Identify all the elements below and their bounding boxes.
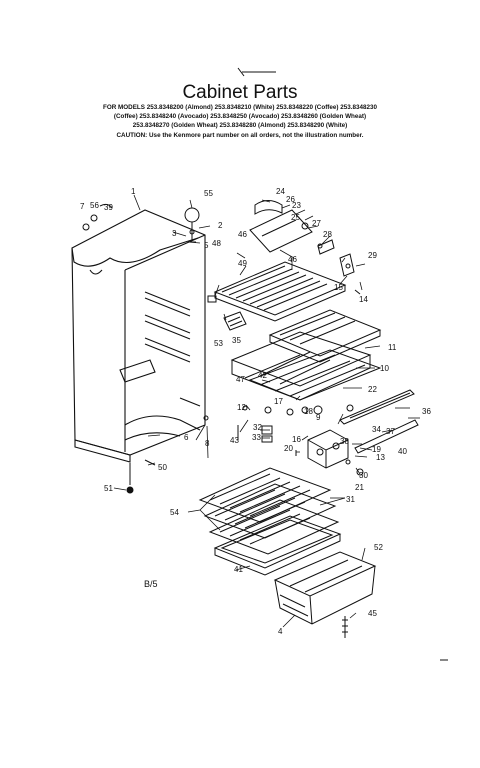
callout-17: 17 [274, 397, 283, 406]
callout-labels: 1 2 3 4 5 6 7 8 9 10 11 12 13 14 15 16 1… [80, 187, 431, 636]
callout-48: 48 [212, 239, 221, 248]
page-title: Cabinet Parts [182, 82, 298, 103]
models-line-3: 253.8348270 (Golden Wheat) 253.8348280 (… [132, 122, 348, 129]
callout-34: 34 [372, 425, 381, 434]
models-line-1: FOR MODELS 253.8348200 (Almond) 253.8348… [102, 104, 378, 111]
middle-shelf [268, 309, 382, 363]
callout-36: 36 [422, 407, 431, 416]
callout-5: 5 [204, 241, 209, 250]
callout-27: 27 [312, 219, 321, 228]
callout-26: 26 [286, 195, 295, 204]
callout-16: 16 [292, 435, 301, 444]
callout-18: 18 [304, 407, 313, 416]
callout-53: 53 [214, 339, 223, 348]
light-shield [249, 200, 361, 295]
callout-3: 3 [172, 229, 177, 238]
caution-note: CAUTION: Use the Kenmore part number on … [116, 132, 364, 139]
control-housing [307, 429, 349, 469]
callout-45: 45 [368, 609, 377, 618]
small-fasteners [207, 295, 364, 476]
callout-15: 15 [334, 283, 343, 292]
callout-24: 24 [276, 187, 285, 196]
callout-39: 39 [104, 203, 113, 212]
callout-46a: 46 [238, 230, 247, 239]
callout-14: 14 [359, 295, 368, 304]
callout-33: 33 [252, 433, 261, 442]
callout-25: 25 [291, 213, 300, 222]
callout-20: 20 [284, 444, 293, 453]
callout-52: 52 [374, 543, 383, 552]
lower-shelf [248, 349, 382, 401]
callout-55: 55 [204, 189, 213, 198]
side-rail [354, 419, 419, 454]
callout-54: 54 [170, 508, 179, 517]
leveling-leg [126, 415, 209, 494]
callout-11: 11 [388, 343, 397, 352]
crisper-rail [339, 389, 415, 425]
callout-19: 19 [372, 445, 381, 454]
callout-9: 9 [316, 413, 321, 422]
callout-23: 23 [292, 201, 301, 210]
leader-lines [113, 194, 420, 628]
callout-1: 1 [131, 187, 136, 196]
cabinet-shell [71, 209, 206, 463]
callout-38: 38 [340, 437, 349, 446]
callout-32: 32 [253, 423, 262, 432]
deli-drawer [230, 331, 372, 401]
crisper-frame [213, 515, 342, 576]
page-reference: B/5 [144, 579, 158, 589]
callout-13: 13 [376, 453, 385, 462]
callout-56: 56 [90, 201, 99, 210]
callout-22: 22 [368, 385, 377, 394]
callout-10: 10 [380, 364, 389, 373]
callout-35: 35 [232, 336, 241, 345]
callout-21: 21 [355, 483, 364, 492]
callout-7: 7 [80, 202, 85, 211]
upper-shelf [213, 261, 347, 322]
callout-12: 12 [237, 403, 246, 412]
models-line-2: (Coffee) 253.8348240 (Avocado) 253.83482… [113, 113, 367, 120]
callout-47: 47 [236, 375, 245, 384]
screw-45 [342, 616, 348, 638]
callout-6: 6 [184, 433, 189, 442]
callout-29: 29 [368, 251, 377, 260]
callout-30: 30 [359, 471, 368, 480]
top-hardware [82, 203, 200, 243]
callout-8: 8 [205, 439, 210, 448]
crisper-covers [198, 467, 340, 555]
callout-49: 49 [238, 259, 247, 268]
callout-28: 28 [323, 230, 332, 239]
crisper-pans [273, 551, 377, 625]
callout-37: 37 [386, 427, 395, 436]
callout-50: 50 [158, 463, 167, 472]
top-mark [237, 67, 276, 77]
callout-2: 2 [218, 221, 223, 230]
callout-31: 31 [346, 495, 355, 504]
callout-41: 41 [234, 565, 243, 574]
callout-46b: 46 [288, 255, 297, 264]
callout-43: 43 [230, 436, 239, 445]
callout-40: 40 [398, 447, 407, 456]
callout-51: 51 [104, 484, 113, 493]
callout-42: 42 [258, 371, 267, 380]
callout-4: 4 [278, 627, 283, 636]
